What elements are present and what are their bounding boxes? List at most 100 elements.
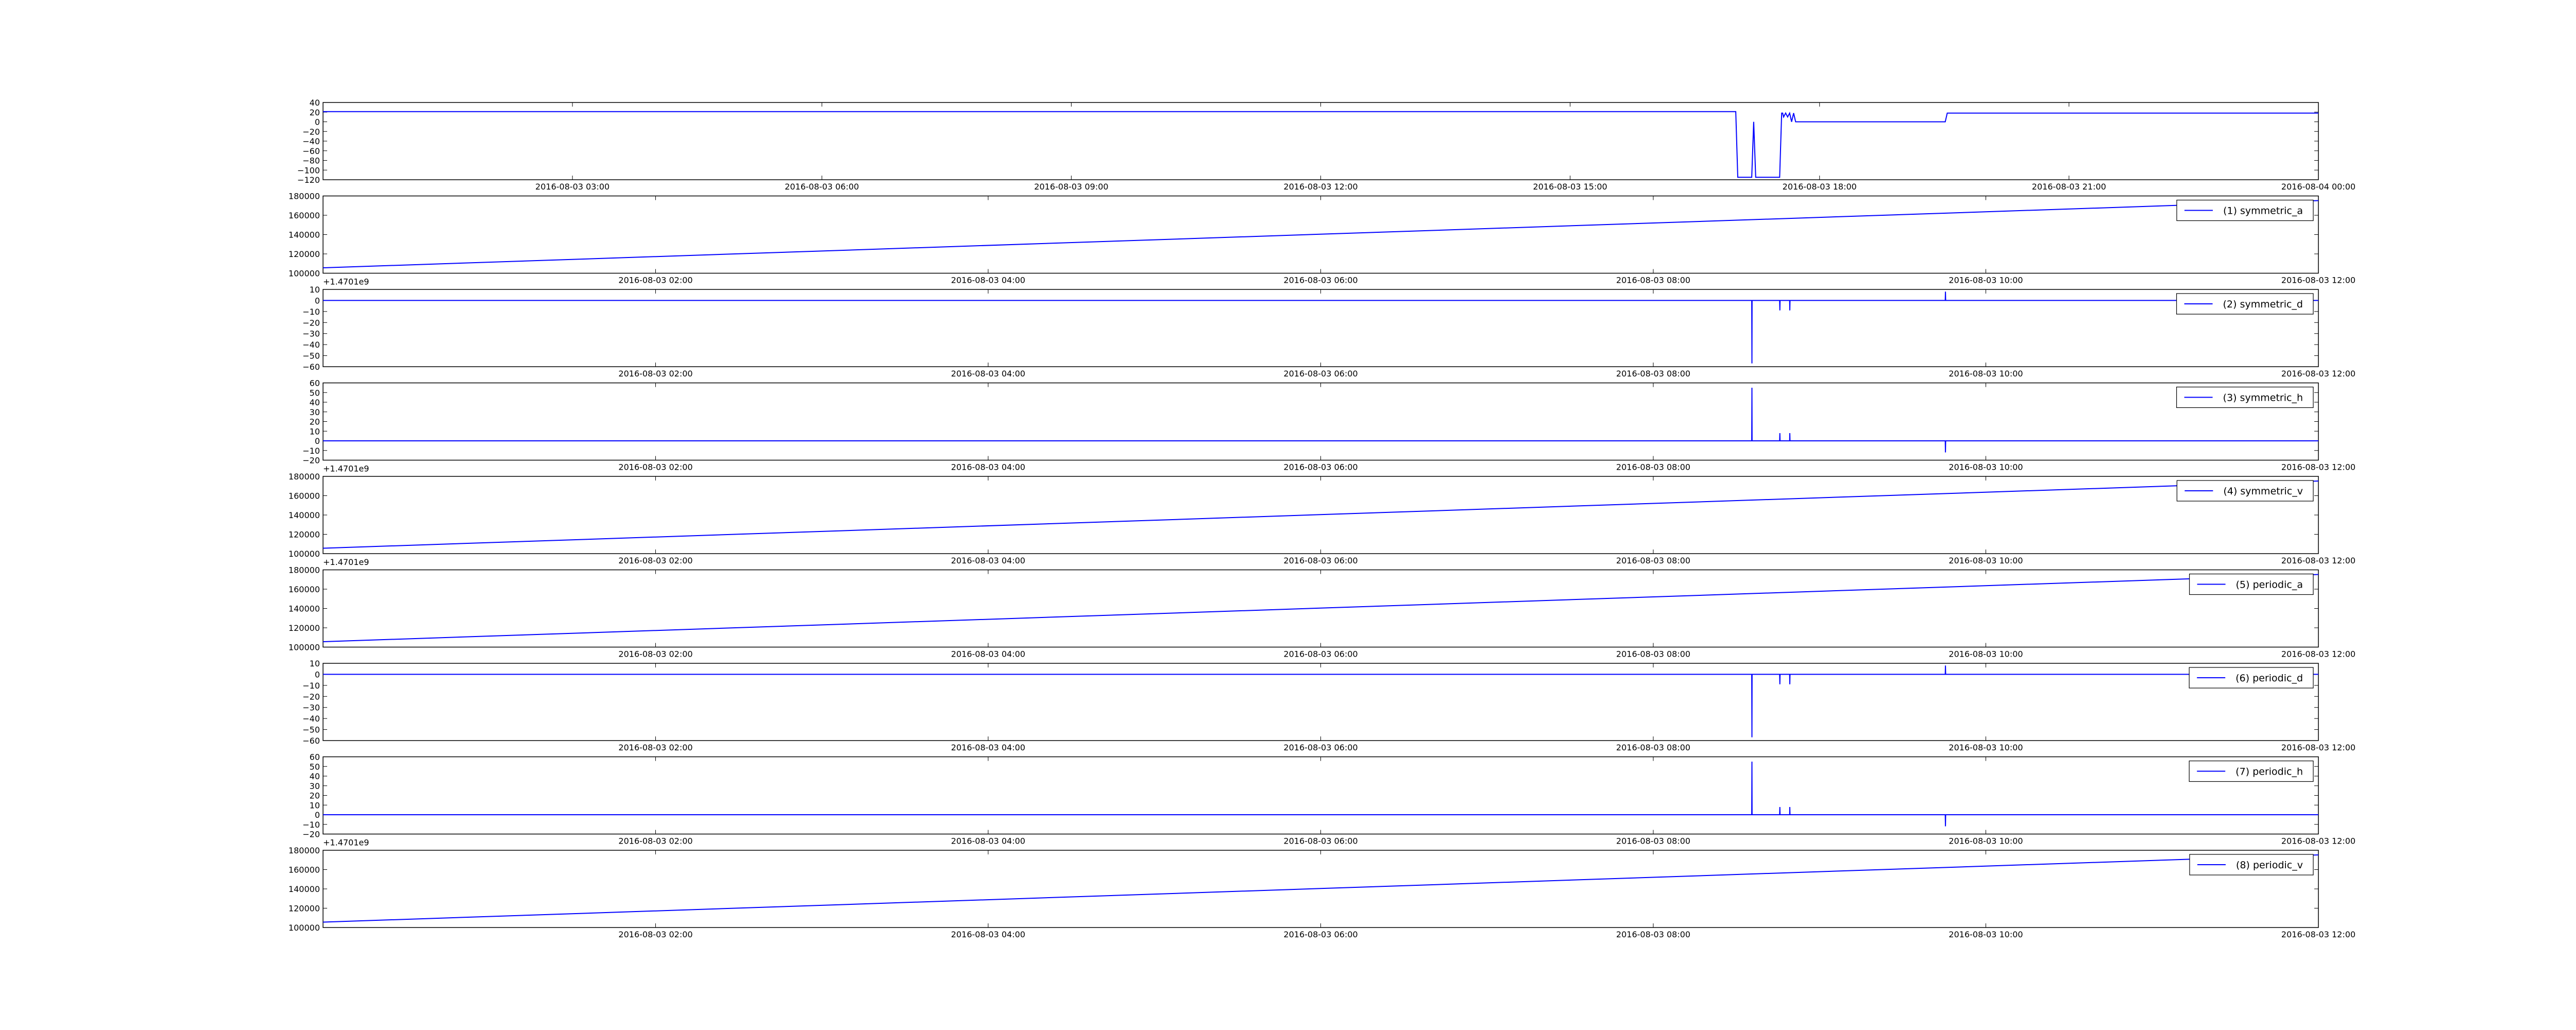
y-tick-label: 30 xyxy=(310,407,320,417)
y-tick-label: −10 xyxy=(302,446,320,456)
x-tick-label: 2016-08-03 06:00 xyxy=(1283,276,1358,285)
y-tick-label: −80 xyxy=(302,156,320,166)
series-line xyxy=(323,480,2319,549)
y-tick-label: −100 xyxy=(297,165,320,175)
y-tick-label: 10 xyxy=(310,659,320,668)
x-offset-label: +1.4701e9 xyxy=(323,557,369,567)
y-tick-label: 140000 xyxy=(289,604,320,614)
x-tick-label: 2016-08-03 12:00 xyxy=(2281,649,2355,659)
y-tick-label: 20 xyxy=(310,791,320,801)
x-tick-label: 2016-08-03 04:00 xyxy=(951,462,1025,472)
x-tick-label: 2016-08-03 06:00 xyxy=(1283,462,1358,472)
series-line xyxy=(323,854,2319,923)
y-tick-label: 20 xyxy=(310,417,320,427)
x-tick-label: 2016-08-03 02:00 xyxy=(618,556,692,565)
x-tick-label: 2016-08-03 02:00 xyxy=(618,369,692,379)
x-offset-label: +1.4701e9 xyxy=(323,277,369,287)
x-tick-label: 2016-08-03 06:00 xyxy=(1283,930,1358,939)
y-tick-label: −40 xyxy=(302,340,320,350)
y-tick-label: 120000 xyxy=(289,530,320,540)
y-tick-label: −60 xyxy=(302,736,320,746)
y-tick-label: −20 xyxy=(302,127,320,136)
x-tick-label: 2016-08-03 10:00 xyxy=(1948,369,2023,379)
y-tick-label: 50 xyxy=(310,762,320,771)
x-tick-label: 2016-08-03 10:00 xyxy=(1948,556,2023,565)
y-tick-label: 0 xyxy=(315,436,320,446)
y-tick-label: −10 xyxy=(302,820,320,830)
y-tick-label: −50 xyxy=(302,351,320,361)
y-tick-label: −20 xyxy=(302,456,320,466)
x-tick-label: 2016-08-03 04:00 xyxy=(951,276,1025,285)
y-tick-label: −60 xyxy=(302,362,320,372)
x-tick-label: 2016-08-03 09:00 xyxy=(1034,182,1108,192)
y-tick-label: −40 xyxy=(302,714,320,724)
y-tick-label: 50 xyxy=(310,388,320,398)
x-tick-label: 2016-08-03 02:00 xyxy=(618,836,692,846)
legend-label: (6) periodic_d xyxy=(2235,673,2303,684)
x-tick-label: 2016-08-03 21:00 xyxy=(2032,182,2106,192)
x-tick-label: 2016-08-03 06:00 xyxy=(1283,369,1358,379)
axes-frame xyxy=(323,663,2319,741)
y-tick-label: 120000 xyxy=(289,623,320,633)
y-tick-label: 180000 xyxy=(289,192,320,201)
x-offset-label: +1.4701e9 xyxy=(323,464,369,474)
y-tick-label: 160000 xyxy=(289,585,320,594)
subplot-2: 1800001600001400001200001000002016-08-03… xyxy=(289,192,2355,287)
y-tick-label: −20 xyxy=(302,830,320,839)
y-tick-label: −120 xyxy=(297,175,320,185)
y-tick-label: 180000 xyxy=(289,472,320,482)
x-tick-label: 2016-08-03 10:00 xyxy=(1948,462,2023,472)
x-tick-label: 2016-08-03 10:00 xyxy=(1948,930,2023,939)
x-tick-label: 2016-08-03 04:00 xyxy=(951,836,1025,846)
x-tick-label: 2016-08-03 12:00 xyxy=(2281,743,2355,752)
y-tick-label: −20 xyxy=(302,692,320,701)
x-tick-label: 2016-08-03 08:00 xyxy=(1616,369,1690,379)
y-tick-label: 40 xyxy=(310,98,320,108)
x-tick-label: 2016-08-03 02:00 xyxy=(618,462,692,472)
legend: (6) periodic_d xyxy=(2189,667,2314,689)
legend: (7) periodic_h xyxy=(2189,760,2314,782)
legend-label: (8) periodic_v xyxy=(2236,860,2303,871)
y-tick-label: −10 xyxy=(302,681,320,691)
legend: (3) symmetric_h xyxy=(2176,386,2314,408)
y-tick-label: 10 xyxy=(310,285,320,295)
y-tick-label: −20 xyxy=(302,318,320,328)
x-tick-label: 2016-08-04 00:00 xyxy=(2281,182,2355,192)
x-tick-label: 2016-08-03 12:00 xyxy=(2281,836,2355,846)
x-tick-label: 2016-08-03 08:00 xyxy=(1616,276,1690,285)
y-tick-label: −50 xyxy=(302,725,320,735)
x-tick-label: 2016-08-03 12:00 xyxy=(2281,369,2355,379)
x-tick-label: 2016-08-03 08:00 xyxy=(1616,462,1690,472)
y-tick-label: 0 xyxy=(315,810,320,820)
y-tick-label: 40 xyxy=(310,771,320,781)
x-tick-label: 2016-08-03 12:00 xyxy=(2281,276,2355,285)
y-tick-label: 100000 xyxy=(289,643,320,653)
series-line xyxy=(323,761,2318,827)
series-line xyxy=(323,665,2318,737)
y-tick-label: 160000 xyxy=(289,211,320,220)
legend-label: (4) symmetric_v xyxy=(2223,486,2303,497)
legend: (2) symmetric_d xyxy=(2176,293,2314,315)
x-tick-label: 2016-08-03 10:00 xyxy=(1948,649,2023,659)
x-tick-label: 2016-08-03 08:00 xyxy=(1616,556,1690,565)
x-tick-label: 2016-08-03 10:00 xyxy=(1948,743,2023,752)
y-tick-label: 160000 xyxy=(289,491,320,501)
y-tick-label: −10 xyxy=(302,307,320,317)
axes-frame xyxy=(323,382,2319,461)
x-tick-label: 2016-08-03 02:00 xyxy=(618,649,692,659)
x-tick-label: 2016-08-03 18:00 xyxy=(1783,182,1857,192)
y-tick-label: 30 xyxy=(310,781,320,791)
x-tick-label: 2016-08-03 02:00 xyxy=(618,276,692,285)
x-tick-label: 2016-08-03 03:00 xyxy=(535,182,609,192)
y-tick-label: 140000 xyxy=(289,510,320,520)
series-line xyxy=(323,111,2318,178)
series-line xyxy=(323,291,2318,364)
axes-frame xyxy=(323,102,2319,180)
x-tick-label: 2016-08-03 04:00 xyxy=(951,930,1025,939)
y-tick-label: 0 xyxy=(315,117,320,127)
y-tick-label: −60 xyxy=(302,146,320,156)
